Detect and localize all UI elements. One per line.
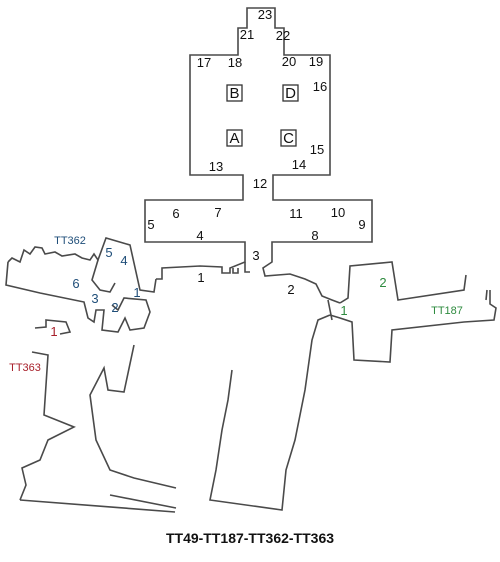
tt187-plan	[329, 261, 497, 363]
tt187-label-1: 1	[340, 303, 347, 318]
label-5: 5	[147, 217, 154, 232]
transverse-hall-wall-east	[262, 190, 373, 304]
tt363-bottom-wall	[19, 499, 176, 513]
tt362-label-2: 2	[111, 300, 118, 315]
tt362-label-6: 6	[72, 276, 79, 291]
label-16: 16	[313, 79, 327, 94]
tt187-wall-south	[329, 290, 497, 363]
courtyard-east-wall	[209, 314, 331, 511]
pillar-c	[280, 129, 297, 147]
courtyard-east-wall-inner	[327, 299, 333, 321]
tt362-wall-lower	[5, 261, 151, 333]
label-1: 1	[197, 270, 204, 285]
tt187-wall	[339, 261, 467, 304]
label-20: 20	[282, 54, 296, 69]
label-2: 2	[287, 282, 294, 297]
tomb-label-tt362: TT362	[54, 235, 86, 247]
pillar-label-b: B	[229, 85, 239, 102]
label-22: 22	[276, 28, 290, 43]
tt362-label-4: 4	[120, 253, 127, 268]
label-12: 12	[253, 176, 267, 191]
inner-chamber-wall	[189, 7, 331, 190]
tt363-corridor-wall-east	[89, 344, 177, 489]
label-6: 6	[172, 206, 179, 221]
tt187-wall-east	[485, 289, 488, 301]
tt187-labels: 2 1 TT187	[340, 275, 463, 318]
pillar-d	[282, 84, 299, 102]
label-10: 10	[331, 205, 345, 220]
label-14: 14	[292, 157, 306, 172]
tt363-labels: 1 TT363	[9, 324, 58, 374]
entrance-passage-west	[232, 268, 239, 274]
figure-caption: TT49-TT187-TT362-TT363	[165, 530, 335, 546]
transverse-hall-wall	[144, 190, 246, 280]
label-23: 23	[258, 7, 272, 22]
tt362-labels: TT362 5 4 6 3 1 2	[54, 235, 141, 315]
tt363-entrance-wall	[34, 319, 72, 335]
pillar-b	[226, 84, 243, 102]
pillar-a	[226, 129, 243, 147]
tt363-plan	[19, 319, 177, 513]
tomb-label-tt363: TT363	[9, 362, 41, 374]
label-8: 8	[311, 228, 318, 243]
label-18: 18	[228, 55, 242, 70]
label-13: 13	[209, 159, 223, 174]
entrance-passage-east	[244, 262, 250, 273]
pillar-label-a: A	[229, 130, 239, 147]
tt362-label-1: 1	[133, 285, 140, 300]
label-19: 19	[309, 54, 323, 69]
tt362-inner-wall	[91, 259, 116, 293]
label-7: 7	[214, 205, 221, 220]
label-11: 11	[289, 206, 303, 221]
tt49-labels: 23 21 22 17 18 20 19 16 15 13 14 12 6 7 …	[147, 7, 365, 297]
tt362-label-3: 3	[91, 291, 98, 306]
label-9: 9	[358, 217, 365, 232]
tt363-label-1: 1	[50, 324, 57, 339]
pillar-label-d: D	[285, 85, 296, 102]
label-3: 3	[252, 248, 259, 263]
pillar-label-c: C	[283, 130, 294, 147]
tt49-plan	[144, 7, 373, 304]
courtyard-east	[209, 299, 333, 511]
label-15: 15	[310, 142, 324, 157]
label-17: 17	[197, 55, 211, 70]
tt362-plan	[5, 237, 157, 333]
tt363-bottom-wall-east	[109, 494, 177, 509]
tt363-corridor-wall	[19, 351, 76, 501]
tt362-wall	[7, 237, 157, 293]
tt187-label-2: 2	[379, 275, 386, 290]
label-21: 21	[240, 27, 254, 42]
pillars: B D A C	[226, 84, 299, 147]
tt362-label-5: 5	[105, 245, 112, 260]
tomb-label-tt187: TT187	[431, 305, 463, 317]
label-4: 4	[196, 228, 203, 243]
